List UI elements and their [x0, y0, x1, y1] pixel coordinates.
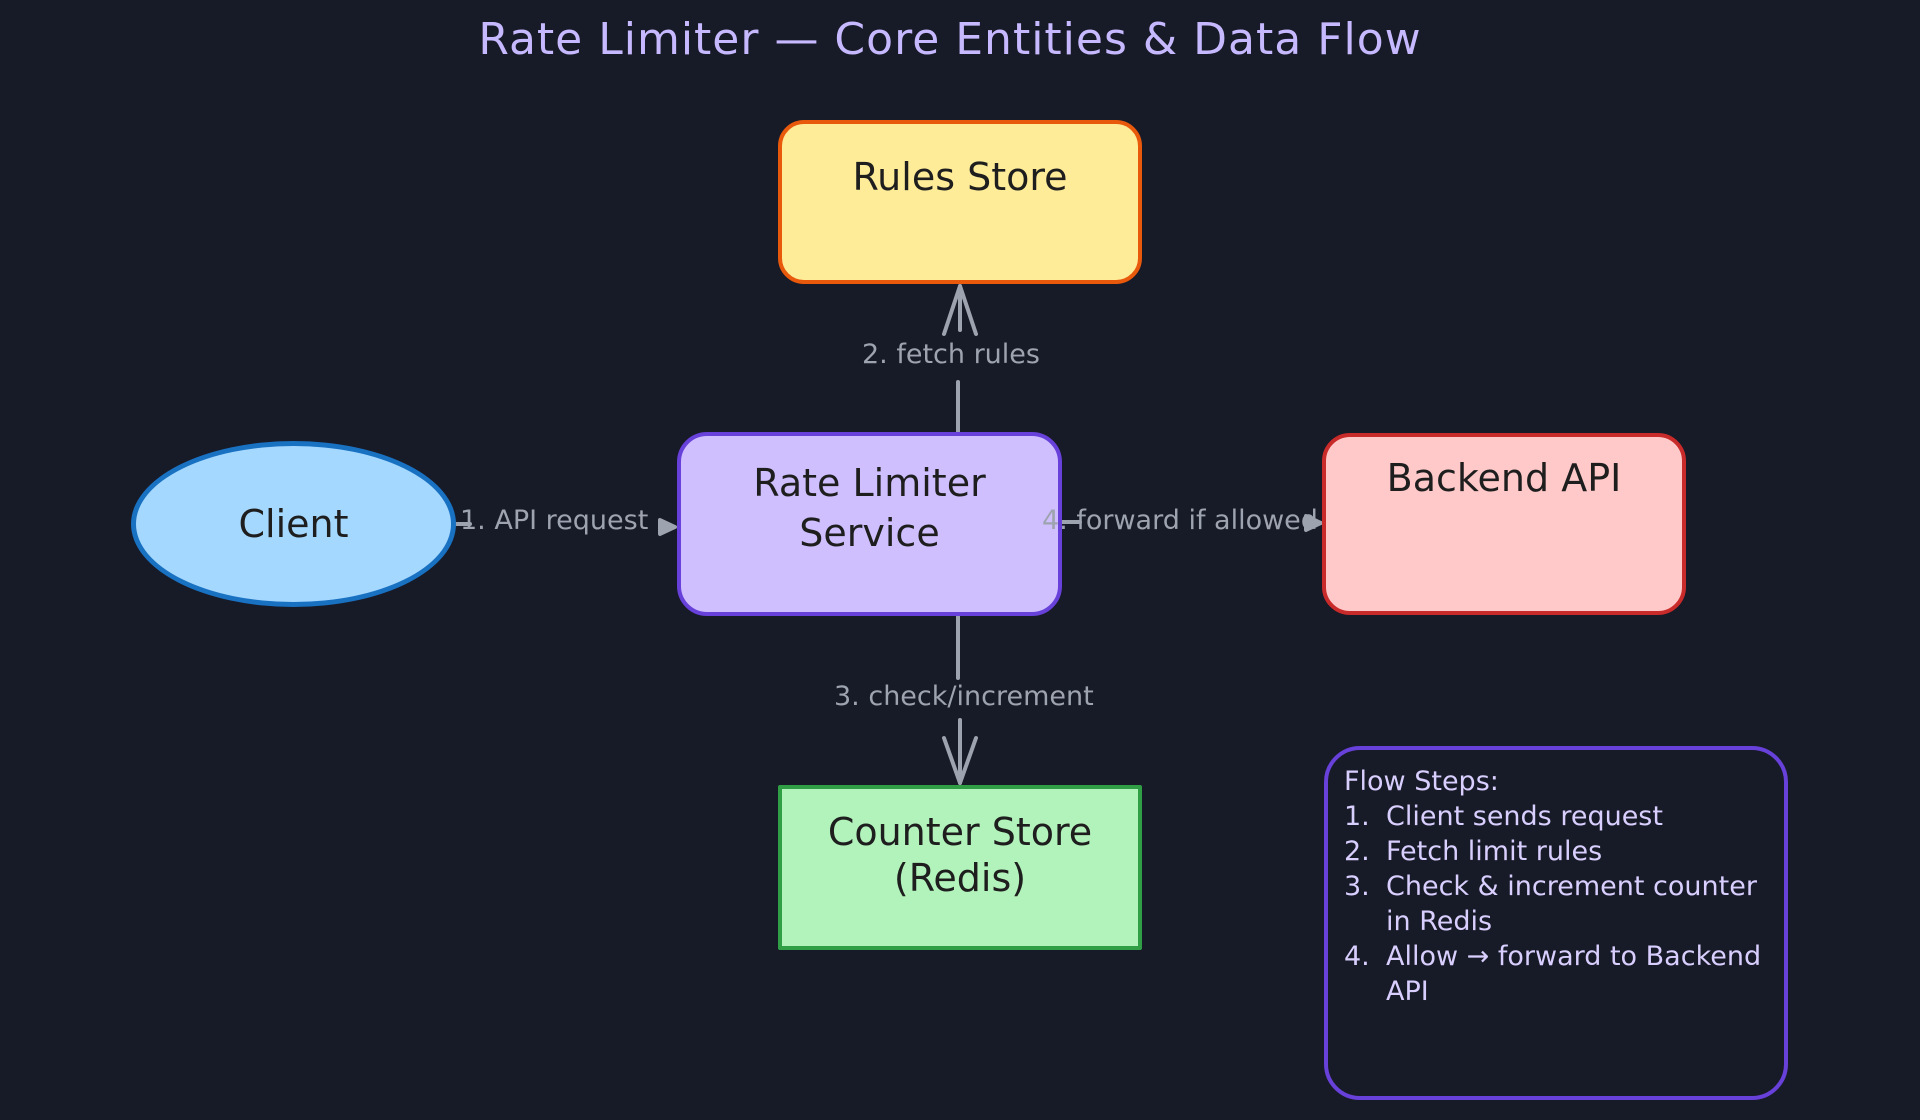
client-label: Client — [238, 502, 349, 546]
flow-step-number: 3. — [1344, 871, 1370, 902]
counter-store-label: Counter Store (Redis) — [827, 810, 1093, 900]
flow-step-item: 2. Fetch limit rules — [1344, 834, 1768, 869]
flow-step-number: 2. — [1344, 836, 1370, 867]
rate-limiter-service-node[interactable]: Rate Limiter Service — [677, 432, 1062, 616]
flow-steps-list: 1. Client sends request 2. Fetch limit r… — [1344, 799, 1768, 1009]
backend-api-node[interactable]: Backend API — [1322, 433, 1686, 615]
flow-step-text: Fetch limit rules — [1386, 836, 1603, 867]
rules-store-node[interactable]: Rules Store — [778, 120, 1142, 284]
edge-label-fetch-rules: 2. fetch rules — [862, 339, 1040, 370]
client-node[interactable]: Client — [131, 441, 456, 607]
flow-step-text: Client sends request — [1386, 801, 1663, 832]
arrow-forward-head — [1304, 514, 1323, 532]
flow-steps-panel: Flow Steps: 1. Client sends request 2. F… — [1324, 746, 1788, 1100]
arrow-fetch-rules-head — [942, 284, 978, 336]
edge-label-forward: 4. forward if allowed — [1042, 505, 1318, 536]
backend-api-label: Backend API — [1386, 456, 1622, 500]
flow-steps-heading: Flow Steps: — [1344, 766, 1499, 797]
flow-step-text: Allow → forward to Backend API — [1386, 941, 1762, 1007]
edge-label-check-increment: 3. check/increment — [834, 681, 1094, 712]
edge-label-api-request: 1. API request — [460, 505, 649, 536]
diagram-title: Rate Limiter — Core Entities & Data Flow — [478, 14, 1422, 65]
rules-store-label: Rules Store — [852, 155, 1068, 199]
flow-step-text: Check & increment counter in Redis — [1386, 871, 1757, 937]
arrow-api-request-head — [658, 518, 677, 536]
flow-step-item: 3. Check & increment counter in Redis — [1344, 869, 1768, 939]
flow-step-number: 4. — [1344, 941, 1370, 972]
flow-step-item: 1. Client sends request — [1344, 799, 1768, 834]
flow-step-number: 1. — [1344, 801, 1370, 832]
flow-step-item: 4. Allow → forward to Backend API — [1344, 939, 1768, 1009]
counter-store-node[interactable]: Counter Store (Redis) — [778, 785, 1142, 950]
arrow-check-increment-head — [942, 736, 978, 785]
rate-limiter-service-label: Rate Limiter Service — [753, 461, 986, 555]
